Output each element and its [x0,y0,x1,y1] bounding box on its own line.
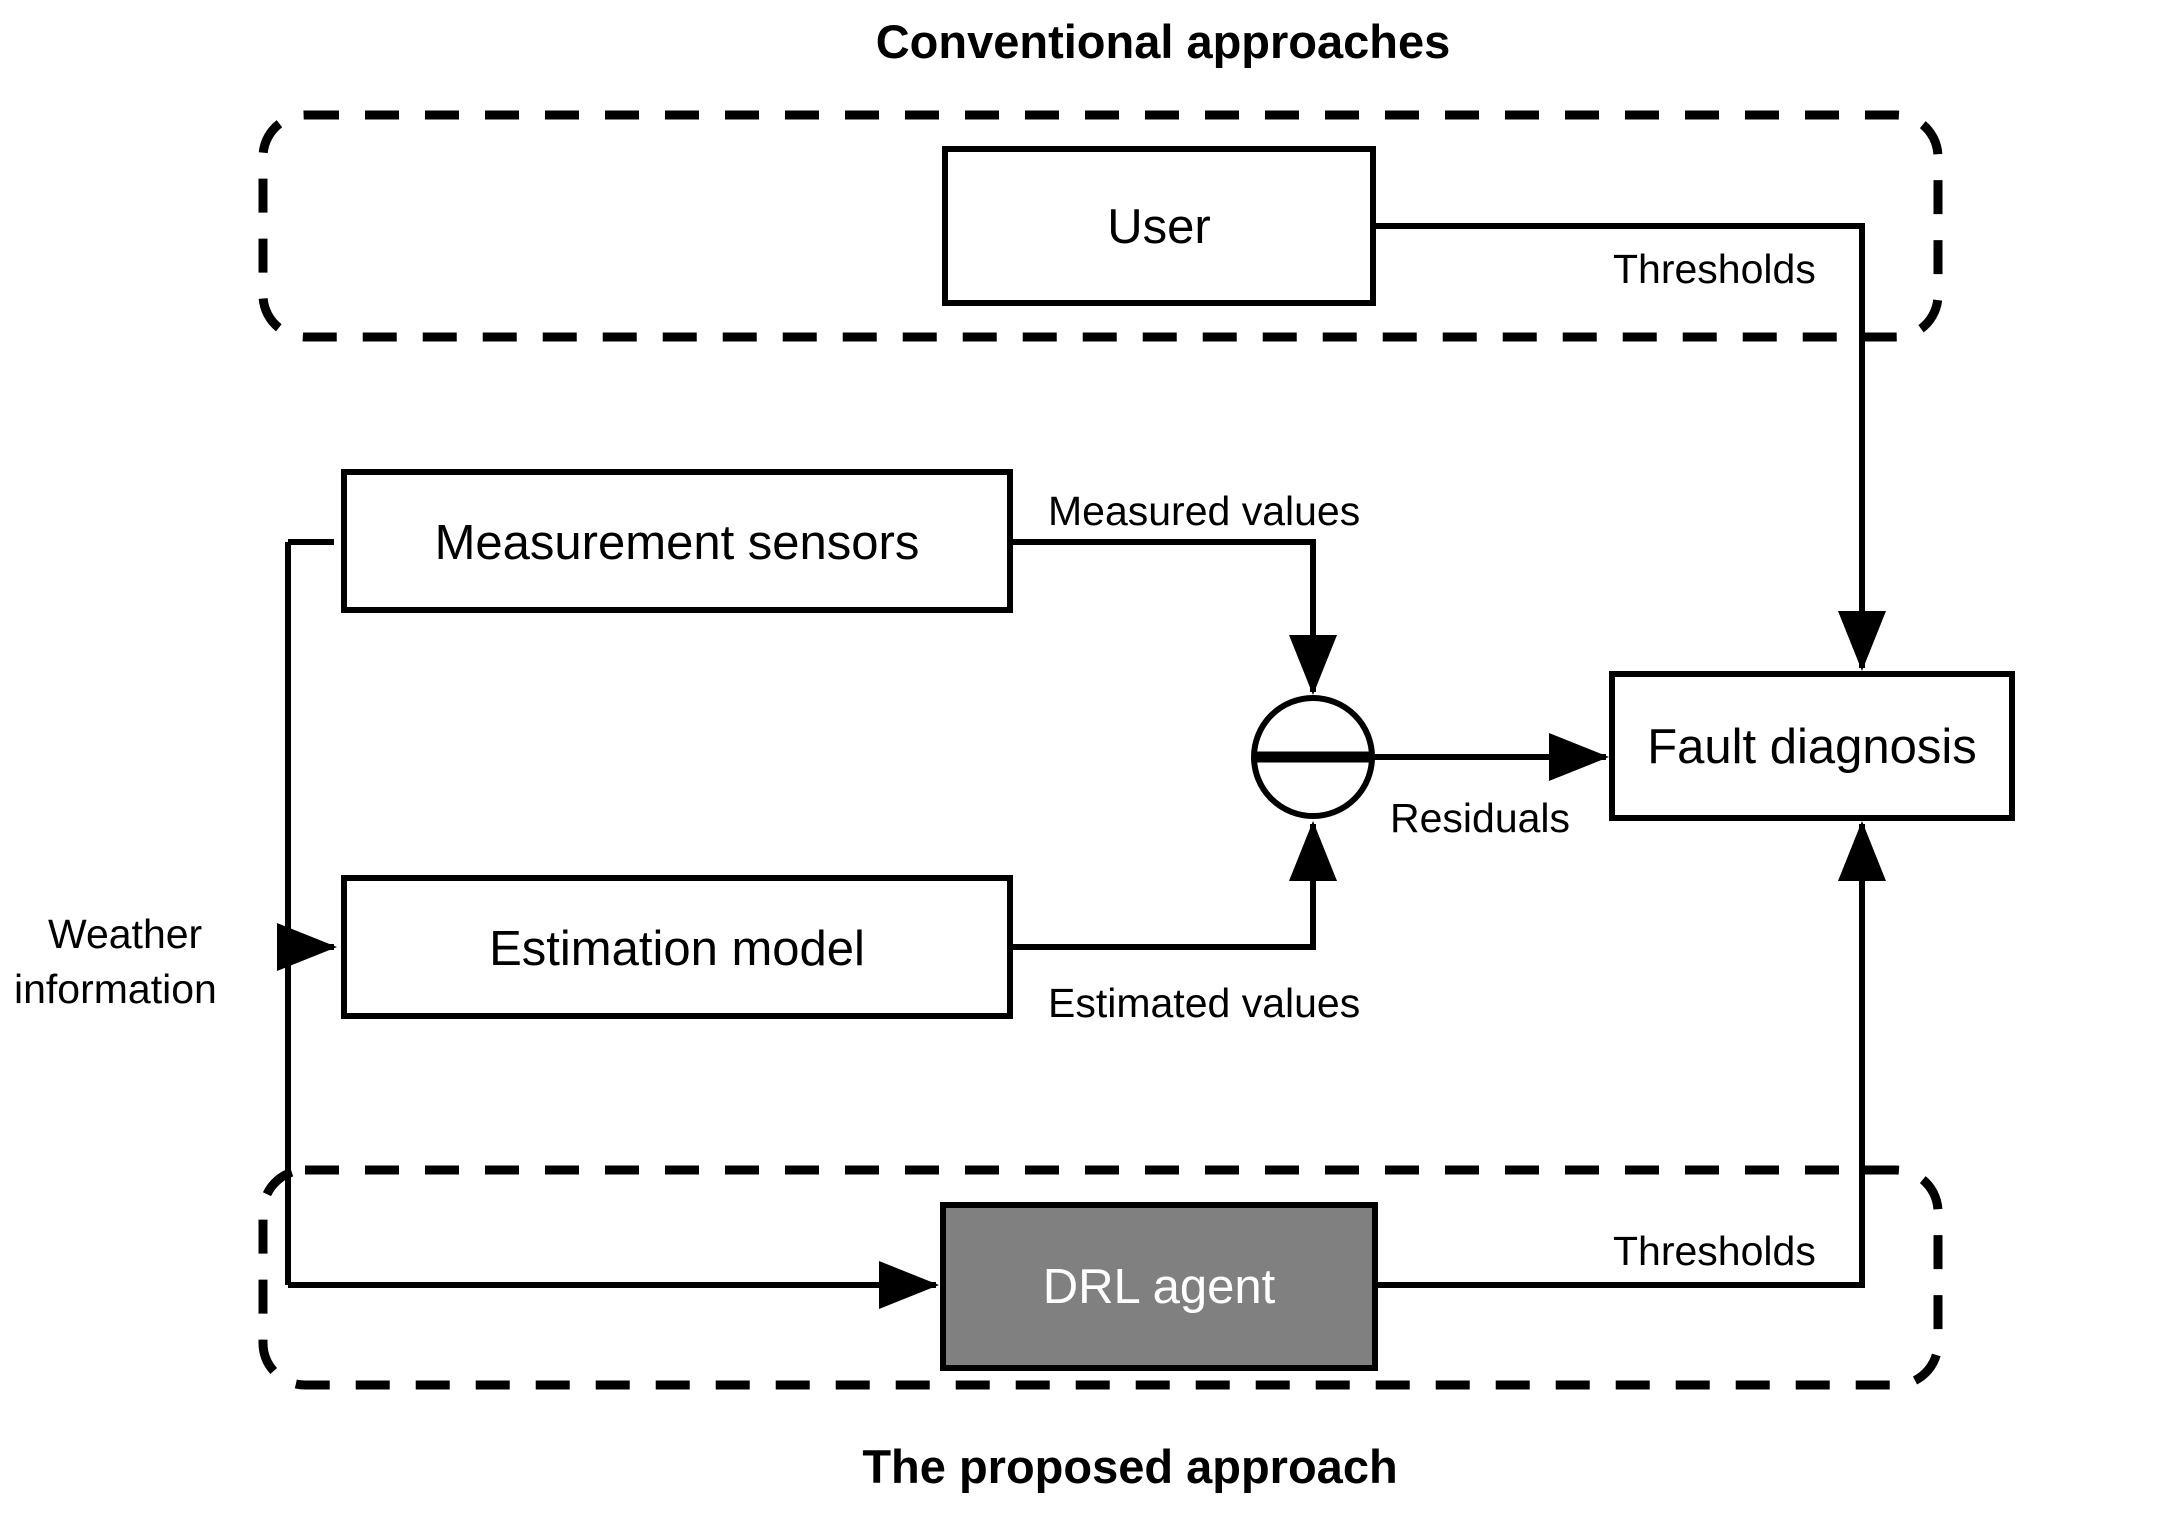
block-user[interactable]: User [942,146,1376,306]
connection-measured-values-to-sum [1010,539,1337,695]
label-thresholds-drl: Thresholds [1613,1228,1816,1274]
label-weather-information-line1: Weather [48,911,202,957]
user-label: User [1107,200,1210,254]
label-residuals: Residuals [1390,795,1570,841]
estimation-model-box[interactable] [341,875,1013,1019]
drl-agent-label: DRL agent [1043,1260,1276,1314]
label-weather-information-line2: information [14,966,217,1012]
label-thresholds-user: Thresholds [1613,246,1816,292]
measurement-sensors-label: Measurement sensors [435,516,920,570]
block-drl-agent[interactable]: DRL agent [940,1202,1378,1371]
connection-estimated-values-to-sum [1010,821,1337,950]
fault-diagnosis-box[interactable] [1609,671,2015,821]
user-box[interactable] [942,146,1376,306]
block-estimation-model[interactable]: Estimation model [341,875,1013,1019]
proposed-approach-group-box [258,1165,1943,1390]
block-measurement-sensors[interactable]: Measurement sensors [341,469,1013,613]
top-heading: Conventional approaches [876,15,1451,68]
label-estimated-values: Estimated values [1048,980,1360,1026]
measurement-sensors-box[interactable] [341,469,1013,613]
bottom-heading: The proposed approach [862,1440,1397,1493]
fault-diagnosis-label: Fault diagnosis [1647,720,1977,774]
label-measured-values: Measured values [1048,488,1360,534]
connection-user-to-fault-diagnosis [1373,223,1886,671]
estimation-model-label: Estimation model [489,922,865,976]
drl-agent-box[interactable] [940,1202,1378,1371]
summing-junction [1251,695,1375,819]
connection-drl-agent-to-fault-diagnosis [1375,821,1886,1288]
block-fault-diagnosis[interactable]: Fault diagnosis [1609,671,2015,821]
conventional-approaches-group-box [258,110,1943,342]
